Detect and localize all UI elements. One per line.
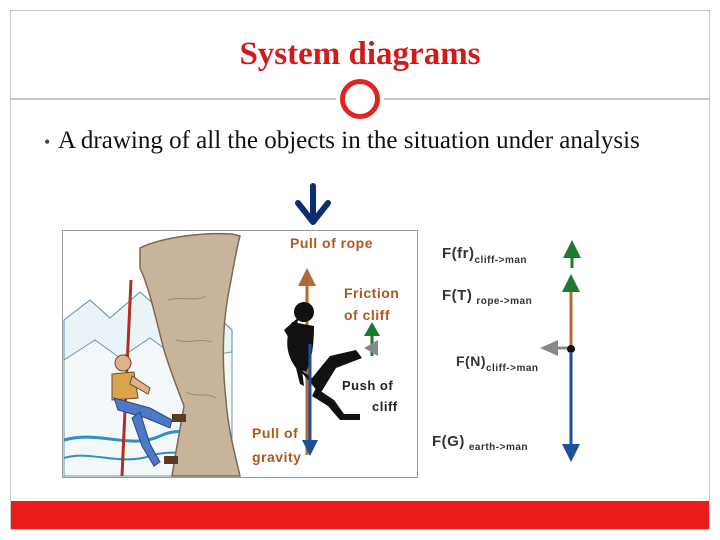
vector-tension-arrow — [562, 274, 580, 346]
friction-label-line1: Friction — [344, 285, 399, 301]
vector-gravity-arrow — [562, 352, 580, 462]
fg-sub: earth->man — [469, 442, 528, 453]
pointer-down-arrow-icon — [295, 183, 331, 225]
cliff-rock — [139, 232, 241, 477]
illustration-border — [62, 230, 418, 478]
title-divider-left — [11, 98, 336, 100]
ffr-label: F(fr)cliff->man — [442, 245, 527, 266]
ft-main: F(T) — [442, 287, 472, 304]
gravity-label-line1: Pull of — [252, 425, 298, 441]
climber-silhouette — [284, 302, 362, 420]
push-label-line1: Push of — [342, 378, 393, 393]
vector-friction-arrow — [563, 240, 581, 268]
bullet-marker-icon: • — [44, 132, 51, 152]
gravity-arrow — [302, 344, 318, 456]
ffr-sub: cliff->man — [475, 255, 528, 266]
bullet-point: • A drawing of all the objects in the sit… — [44, 124, 684, 159]
fg-label: F(G) earth->man — [432, 433, 528, 453]
footer-accent-bar — [11, 501, 709, 529]
title-divider-right — [384, 98, 709, 100]
fg-main: F(G) — [432, 433, 465, 450]
vector-normal-arrow — [540, 340, 575, 356]
slide-frame — [10, 10, 710, 530]
push-arrow — [364, 340, 378, 356]
climber-figure — [111, 354, 186, 467]
slide-title: System diagrams — [239, 36, 481, 72]
ft-sub: rope->man — [476, 296, 532, 307]
pull-of-rope-label: Pull of rope — [290, 235, 373, 251]
fn-label: F(N)cliff->man — [456, 353, 539, 374]
gravity-label-line2: gravity — [252, 449, 301, 465]
push-label-line2: cliff — [372, 399, 398, 414]
fn-sub: cliff->man — [486, 363, 539, 374]
bullet-text: A drawing of all the objects in the situ… — [58, 127, 640, 154]
fn-main: F(N) — [456, 353, 486, 369]
ffr-main: F(fr) — [442, 245, 475, 262]
ft-label: F(T) rope->man — [442, 287, 532, 307]
divider-ring-ornament — [340, 79, 380, 119]
friction-label-line2: of cliff — [344, 307, 390, 323]
